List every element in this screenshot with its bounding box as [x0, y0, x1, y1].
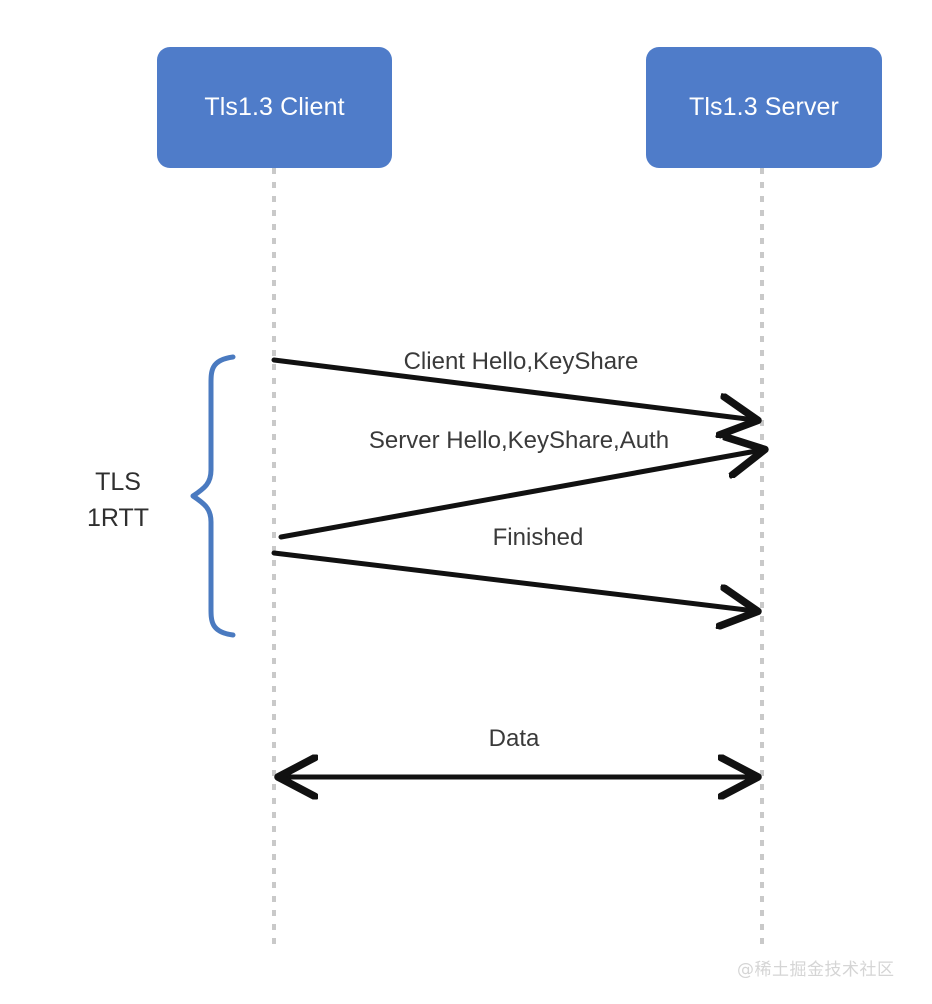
actor-label-client: Tls1.3 Client — [204, 93, 345, 121]
group-label-line2: 1RTT — [86, 503, 150, 532]
group-label-line1: TLS — [95, 468, 141, 496]
watermark: @稀土掘金技术社区 — [737, 960, 895, 980]
arrow-finished — [271, 550, 755, 611]
message-label-data: Data — [488, 725, 540, 752]
group-label-tls-1rtt: TLS 1RTT — [87, 465, 149, 536]
arrow-client-hello — [271, 357, 755, 420]
tls-1rtt-brace — [190, 354, 236, 638]
message-label-client-hello: Client Hello,KeyShare — [403, 348, 639, 375]
message-label-finished: Finished — [492, 524, 584, 551]
actor-box-server[interactable]: Tls1.3 Server — [646, 47, 882, 168]
message-label-server-hello: Server Hello,KeyShare,Auth — [368, 427, 670, 454]
actor-box-client[interactable]: Tls1.3 Client — [157, 47, 392, 168]
actor-label-server: Tls1.3 Server — [689, 93, 839, 121]
arrow-server-hello — [278, 450, 762, 540]
